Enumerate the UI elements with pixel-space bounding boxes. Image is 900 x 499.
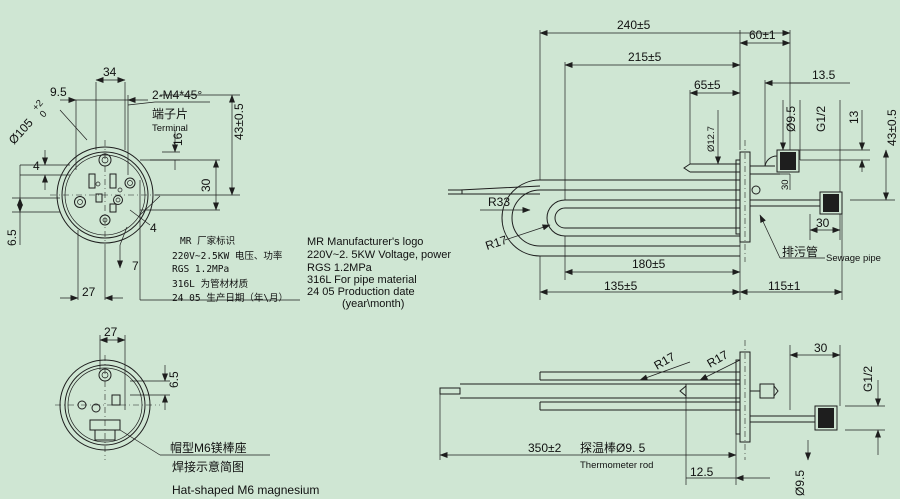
heater-top-view bbox=[439, 340, 885, 485]
terminal-en-label: Terminal bbox=[152, 123, 188, 134]
dim-30-top-view: 30 bbox=[814, 341, 828, 355]
heater-side-view-labels: 240±5 60±1 215±5 65±5 13.5 Ø9.5 G1/2 13 … bbox=[484, 18, 899, 293]
dim-13: 13 bbox=[847, 110, 861, 124]
thermometer-rod-cn-label: 探温棒Ø9. 5 bbox=[580, 441, 646, 455]
dim-dia-105: Ø105 bbox=[6, 116, 36, 147]
marking-notes-en: MR Manufacturer's logo 220V~2. 5KW Volta… bbox=[307, 236, 451, 310]
cap-seat-en-label: Hat-shaped M6 magnesium bbox=[172, 483, 319, 497]
dim-dia-9-5-top-view: Ø9.5 bbox=[793, 470, 807, 496]
note-en-2: 220V~2. 5KW Voltage, power bbox=[307, 249, 451, 261]
terminal-cn-label: 端子片 bbox=[152, 107, 188, 121]
dim-30-vertical: 30 bbox=[780, 179, 791, 190]
dim-7: 7 bbox=[132, 259, 139, 273]
dim-16: 16 bbox=[171, 132, 185, 146]
thread-spec: 2-M4*45° bbox=[152, 88, 202, 102]
thread-g-1-2: G1/2 bbox=[814, 106, 828, 132]
thread-g-1-2-top-view: G1/2 bbox=[861, 366, 875, 392]
note-cn-2: 220V~2.5KW 电压、功率 bbox=[172, 250, 283, 262]
dim-135: 135±5 bbox=[604, 279, 638, 293]
note-en-4: 316L For pipe material bbox=[307, 274, 417, 286]
note-cn-5: 24 05 生产日期（年\月） bbox=[172, 292, 288, 304]
dim-r17: R17 bbox=[484, 233, 510, 253]
dim-30-horizontal: 30 bbox=[816, 216, 830, 230]
note-en-5: 24 05 Production date bbox=[307, 286, 415, 298]
dim-r33: R33 bbox=[488, 195, 510, 209]
dim-27: 27 bbox=[82, 285, 96, 299]
note-cn-3: RGS 1.2MPa bbox=[172, 264, 229, 275]
dim-215: 215±5 bbox=[628, 50, 662, 64]
dim-115: 115±1 bbox=[768, 279, 801, 293]
dim-9-5: 9.5 bbox=[50, 85, 67, 99]
dim-r17-b: R17 bbox=[705, 347, 731, 370]
welding-diagram-cn-label: 焊接示意简图 bbox=[172, 459, 244, 474]
dim-4-a: 4 bbox=[33, 159, 40, 173]
dim-350: 350±2 bbox=[528, 441, 562, 455]
dim-65: 65±5 bbox=[694, 78, 721, 92]
dim-30: 30 bbox=[199, 178, 213, 192]
flange-front-view bbox=[12, 77, 300, 301]
dim-43-side: 43±0.5 bbox=[885, 109, 899, 146]
dim-dia-105-tol-lower: 0 bbox=[38, 109, 50, 120]
dim-180: 180±5 bbox=[632, 257, 666, 271]
dim-4-b: 4 bbox=[150, 221, 157, 235]
dim-r17-a: R17 bbox=[652, 349, 678, 372]
dim-dia-12-7: Ø12.7 bbox=[706, 126, 717, 152]
dim-12-5: 12.5 bbox=[690, 465, 714, 479]
dim-6-5-bottom: 6.5 bbox=[167, 371, 181, 388]
dim-6-5: 6.5 bbox=[5, 229, 19, 246]
marking-notes-cn: MR 厂家标识 220V~2.5KW 电压、功率 RGS 1.2MPa 316L… bbox=[172, 235, 288, 304]
note-cn-1: MR 厂家标识 bbox=[180, 235, 235, 247]
note-cn-4: 316L 为管材材质 bbox=[172, 278, 249, 290]
thermometer-rod-en-label: Thermometer rod bbox=[580, 460, 653, 471]
dim-60: 60±1 bbox=[749, 28, 776, 42]
dim-dia-9-5: Ø9.5 bbox=[784, 106, 798, 132]
heater-side-view bbox=[448, 30, 895, 300]
sewage-pipe-en-label: Sewage pipe bbox=[826, 253, 881, 264]
sewage-pipe-cn-label: 排污管 bbox=[782, 244, 818, 259]
dim-240: 240±5 bbox=[617, 18, 651, 32]
magnesium-seat-labels: 27 6.5 帽型M6镁棒座 焊接示意简图 Hat-shaped M6 magn… bbox=[104, 325, 319, 497]
note-en-3: RGS 1.2MPa bbox=[307, 262, 373, 274]
magnesium-seat-view bbox=[55, 335, 270, 460]
cap-seat-cn-label: 帽型M6镁棒座 bbox=[170, 440, 247, 455]
note-en-1: MR Manufacturer's logo bbox=[307, 236, 423, 248]
note-en-6: (year\month) bbox=[342, 298, 404, 310]
dim-27-bottom: 27 bbox=[104, 325, 118, 339]
dim-13-5: 13.5 bbox=[812, 68, 836, 82]
dim-43: 43±0.5 bbox=[232, 103, 246, 140]
dim-34: 34 bbox=[103, 65, 117, 79]
